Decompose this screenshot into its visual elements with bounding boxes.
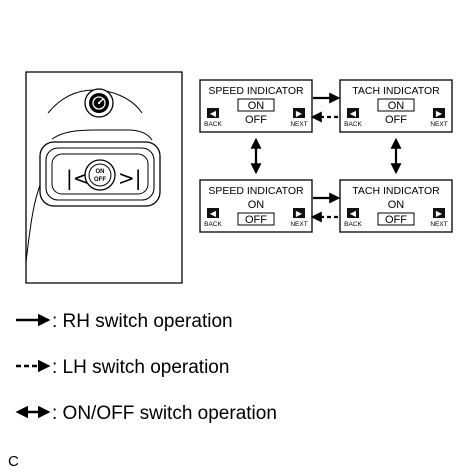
- display-title: TACH INDICATOR: [352, 85, 440, 97]
- transition-arrows: [250, 92, 402, 223]
- display-speed-on: SPEED INDICATOR ON OFF ◀ BACK ▶ NEXT: [199, 79, 313, 133]
- display-tach-on: TACH INDICATOR ON OFF ◀ BACK ▶ NEXT: [339, 79, 453, 133]
- back-button-icon: ◀: [207, 108, 219, 118]
- back-button-icon: ◀: [207, 208, 219, 218]
- display-on-label: ON: [388, 199, 405, 211]
- steering-switch-panel: |< >| ON OFF: [25, 71, 183, 284]
- legend-text: : ON/OFF switch operation: [52, 403, 277, 424]
- display-back-label: BACK: [204, 221, 222, 228]
- display-title: SPEED INDICATOR: [208, 85, 304, 97]
- display-off-label: OFF: [245, 114, 267, 126]
- legend-item-rh: : RH switch operation: [16, 311, 233, 332]
- on-off-switch-top-label: ON: [96, 169, 105, 175]
- display-back-label: BACK: [344, 121, 362, 128]
- on-off-switch-bottom-label: OFF: [94, 177, 106, 183]
- back-button-icon: ◀: [347, 208, 359, 218]
- rh-switch-symbol: >|: [118, 166, 142, 190]
- display-tach-off: TACH INDICATOR ON OFF ◀ BACK ▶ NEXT: [339, 179, 453, 233]
- display-title: TACH INDICATOR: [352, 185, 440, 197]
- display-on-label: ON: [248, 199, 265, 211]
- svg-text:◀: ◀: [210, 209, 217, 218]
- display-next-label: NEXT: [290, 121, 307, 128]
- display-off-label: OFF: [385, 214, 407, 226]
- display-on-label: ON: [388, 100, 405, 112]
- next-button-icon: ▶: [433, 208, 445, 218]
- display-next-label: NEXT: [290, 221, 307, 228]
- legend-text: : RH switch operation: [52, 311, 233, 332]
- display-back-label: BACK: [204, 121, 222, 128]
- display-title: SPEED INDICATOR: [208, 185, 304, 197]
- next-button-icon: ▶: [433, 108, 445, 118]
- legend-item-lh: : LH switch operation: [16, 357, 229, 378]
- svg-text:▶: ▶: [296, 109, 303, 118]
- legend-item-onoff: : ON/OFF switch operation: [15, 403, 277, 424]
- legend: : RH switch operation : LH switch operat…: [15, 311, 277, 424]
- display-back-label: BACK: [344, 221, 362, 228]
- display-speed-off: SPEED INDICATOR ON OFF ◀ BACK ▶ NEXT: [199, 179, 313, 233]
- display-on-label: ON: [248, 100, 265, 112]
- back-button-icon: ◀: [347, 108, 359, 118]
- figure-code: C: [8, 453, 19, 470]
- display-next-label: NEXT: [430, 121, 447, 128]
- on-off-switch[interactable]: ON OFF: [84, 159, 116, 191]
- display-next-label: NEXT: [430, 221, 447, 228]
- svg-text:▶: ▶: [436, 209, 443, 218]
- svg-text:◀: ◀: [210, 109, 217, 118]
- lh-switch-symbol: |<: [66, 166, 90, 190]
- legend-text: : LH switch operation: [52, 357, 229, 378]
- next-button-icon: ▶: [293, 108, 305, 118]
- svg-text:▶: ▶: [296, 209, 303, 218]
- speedometer-icon: [92, 96, 106, 110]
- rh-switch[interactable]: >|: [118, 166, 142, 190]
- lh-switch[interactable]: |<: [66, 166, 90, 190]
- meter-select-button[interactable]: [84, 88, 114, 118]
- svg-text:◀: ◀: [350, 209, 357, 218]
- display-off-label: OFF: [385, 114, 407, 126]
- svg-text:▶: ▶: [436, 109, 443, 118]
- display-off-label: OFF: [245, 214, 267, 226]
- next-button-icon: ▶: [293, 208, 305, 218]
- svg-text:◀: ◀: [350, 109, 357, 118]
